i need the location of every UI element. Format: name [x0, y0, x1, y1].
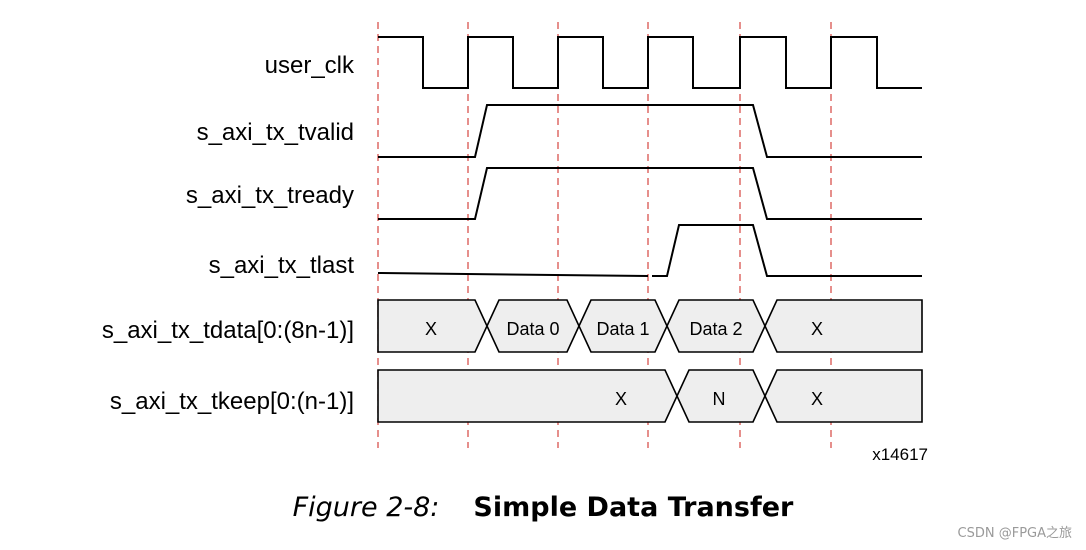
signal-label-tready: s_axi_tx_tready	[186, 182, 354, 209]
figure-number: Figure 2-8:	[292, 492, 440, 523]
tkeep-value: N	[713, 389, 726, 409]
tkeep-value: X	[615, 389, 627, 409]
tdata-value: Data 0	[506, 319, 559, 339]
tkeep-value: X	[811, 389, 823, 409]
tdata-value: X	[425, 319, 437, 339]
tkeep-segment	[764, 369, 923, 423]
tlast-waveform-low	[377, 272, 649, 277]
tready-waveform	[378, 167, 922, 220]
signal-label-user-clk: user_clk	[265, 52, 355, 79]
figure-title: Simple Data Transfer	[473, 492, 794, 523]
signal-label-tdata: s_axi_tx_tdata[0:(8n-1)]	[102, 317, 354, 344]
tkeep-segment	[377, 369, 678, 423]
watermark: CSDN @FPGA之旅	[957, 526, 1072, 541]
tdata-value: X	[811, 319, 823, 339]
tkeep-bus: X N X	[377, 369, 923, 423]
user-clk-waveform	[378, 36, 922, 89]
tdata-segment	[377, 299, 488, 353]
tdata-value: Data 2	[689, 319, 742, 339]
signal-label-tkeep: s_axi_tx_tkeep[0:(n-1)]	[110, 388, 354, 415]
tlast-waveform-pulse	[652, 224, 922, 277]
figure-id: x14617	[872, 445, 928, 464]
tdata-segment	[764, 299, 923, 353]
tvalid-waveform	[378, 104, 922, 158]
figure-caption: Figure 2-8: Simple Data Transfer	[0, 492, 1086, 523]
tdata-value: Data 1	[596, 319, 649, 339]
signal-labels: user_clk s_axi_tx_tvalid s_axi_tx_tready…	[102, 52, 355, 415]
signal-label-tlast: s_axi_tx_tlast	[209, 252, 355, 279]
signal-label-tvalid: s_axi_tx_tvalid	[197, 119, 354, 146]
tdata-bus: X Data 0 Data 1 Data 2 X	[377, 299, 923, 353]
